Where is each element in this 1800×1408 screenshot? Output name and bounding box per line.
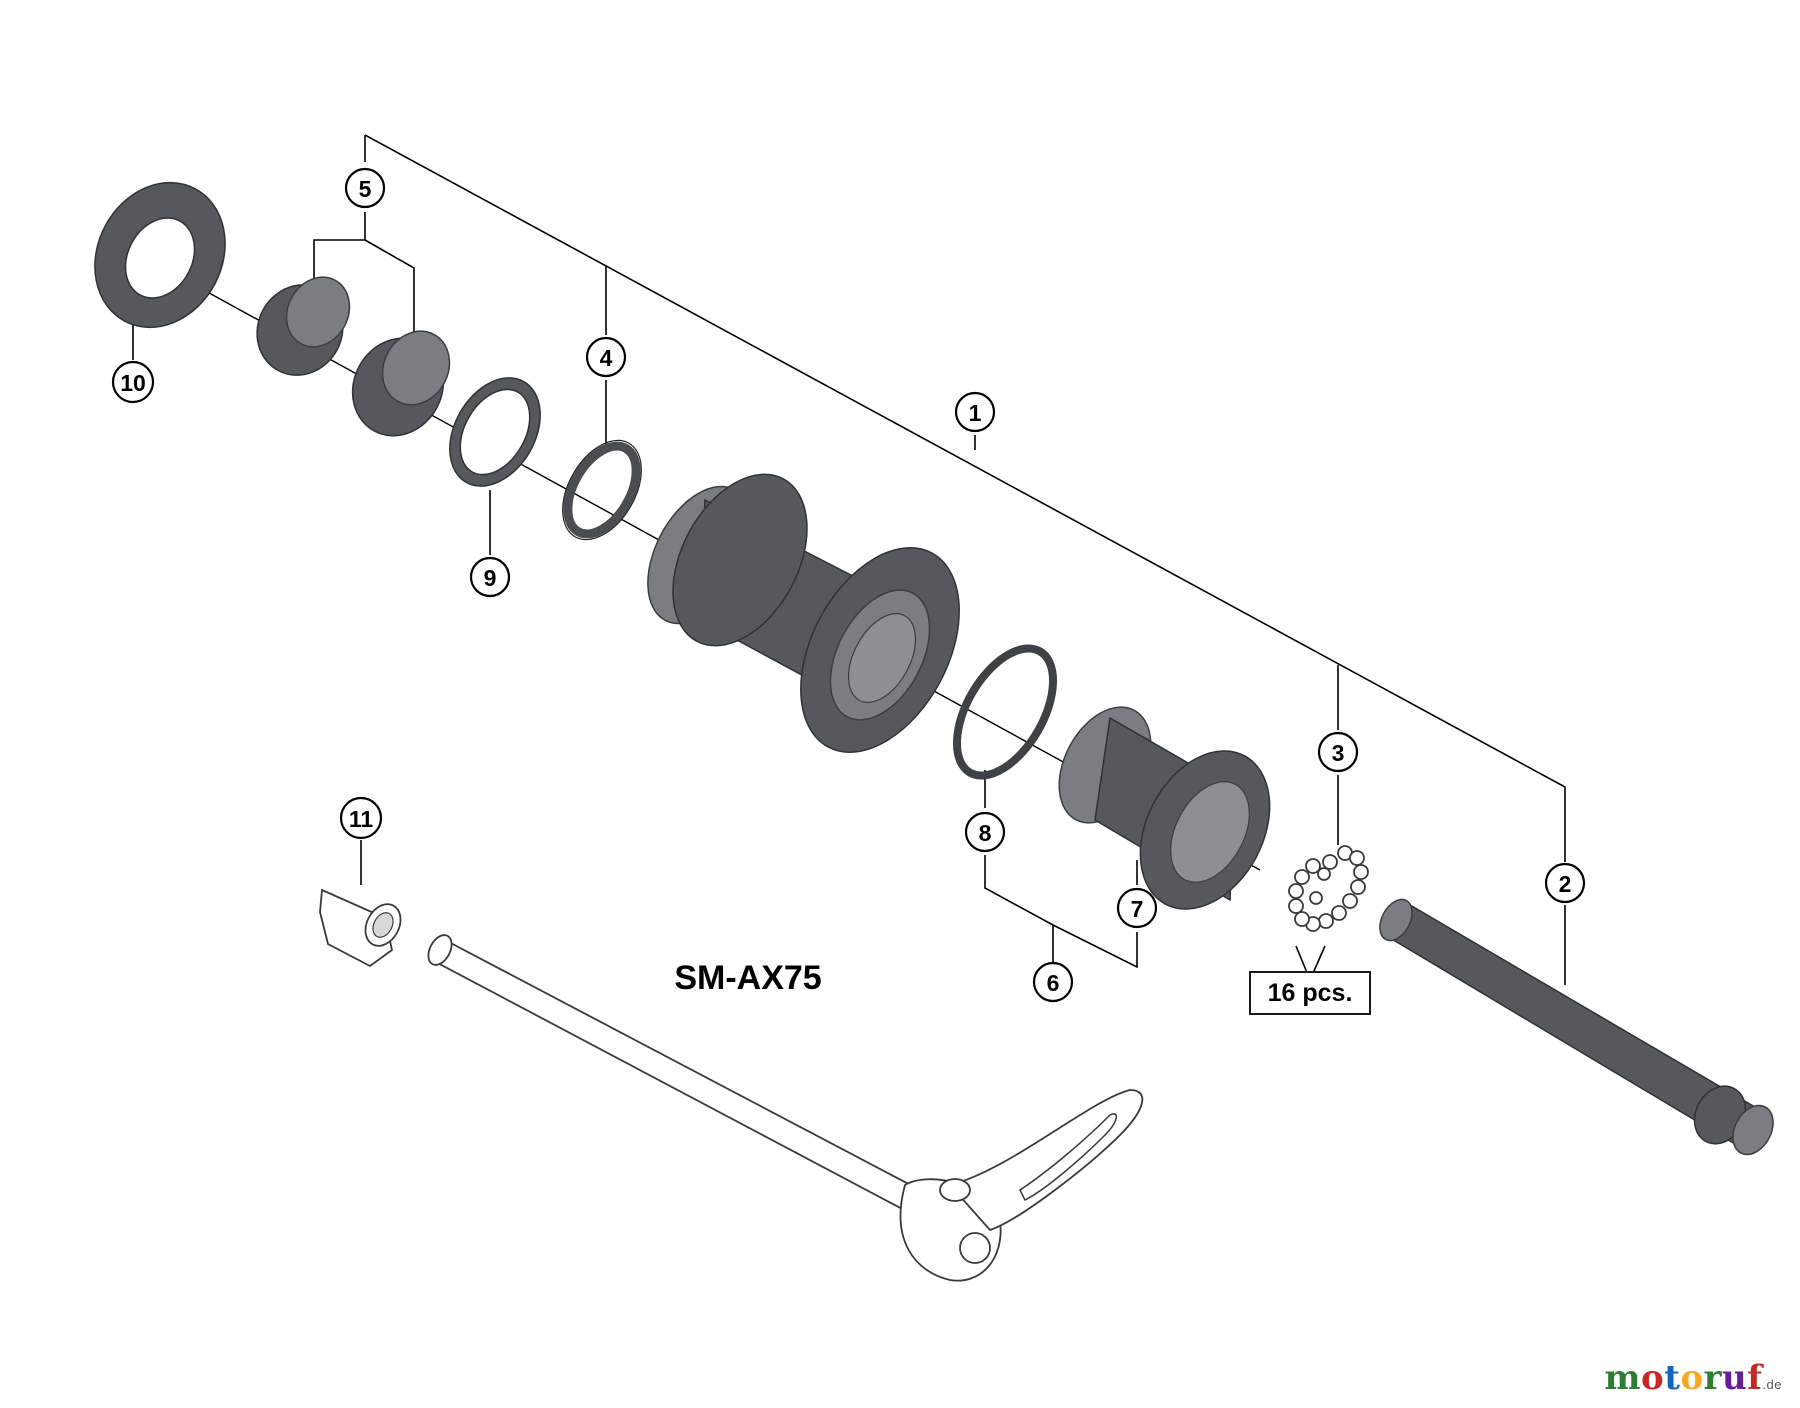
- watermark-logo: motoruf.de: [1605, 1358, 1782, 1398]
- watermark-letter: o: [1680, 1358, 1704, 1398]
- callout-10-label: 10: [120, 370, 146, 396]
- callout-1-label: 1: [969, 400, 982, 426]
- lead-5-left: [313, 212, 366, 287]
- part-5-cone-right: [351, 330, 451, 437]
- callout-9: 9: [469, 556, 511, 598]
- part-3-steel-balls: [1288, 845, 1369, 932]
- part-9-washer: [449, 377, 541, 487]
- part-4-ball-retainer: [562, 439, 642, 541]
- callout-2: 2: [1544, 862, 1586, 904]
- callout-4-label: 4: [600, 345, 613, 371]
- callout-9-label: 9: [484, 565, 497, 591]
- callout-6-label: 6: [1047, 970, 1060, 996]
- quantity-label: 16 pcs.: [1268, 979, 1353, 1007]
- callout-11-label: 11: [349, 806, 374, 832]
- part-7-freehub-body: [1058, 706, 1271, 910]
- callout-7: 7: [1116, 887, 1158, 929]
- model-title: SM-AX75: [674, 959, 821, 997]
- lead-1-main: [364, 134, 1566, 862]
- callout-11: 11: [339, 796, 383, 840]
- callout-2-label: 2: [1559, 871, 1572, 897]
- lead-6-bracket: [984, 855, 1138, 969]
- part-11-axle-nut: [319, 888, 402, 968]
- watermark-letter: m: [1604, 1358, 1642, 1398]
- part-8-snap-ring: [952, 644, 1058, 780]
- watermark-letter: f: [1747, 1358, 1763, 1398]
- callout-10: 10: [111, 360, 155, 404]
- watermark-letter: r: [1703, 1358, 1723, 1398]
- watermark-letter: t: [1664, 1358, 1681, 1398]
- watermark-letter: u: [1722, 1358, 1748, 1398]
- part-1-hub-body: [647, 473, 960, 753]
- part-10-lock-ring: [94, 181, 226, 329]
- part-5-cone-left: [256, 276, 351, 376]
- watermark-letter: o: [1641, 1358, 1665, 1398]
- quick-release-skewer: [427, 934, 1144, 1282]
- callout-6: 6: [1032, 961, 1074, 1003]
- callout-8-label: 8: [979, 820, 992, 846]
- callout-5-label: 5: [359, 176, 372, 202]
- callout-1: 1: [954, 391, 996, 433]
- quantity-box: 16 pcs.: [1249, 971, 1371, 1015]
- callout-5: 5: [344, 167, 386, 209]
- watermark-suffix: .de: [1762, 1377, 1782, 1392]
- callout-7-label: 7: [1131, 896, 1144, 922]
- callout-3-label: 3: [1332, 740, 1345, 766]
- callout-4: 4: [585, 336, 627, 378]
- leader-lines: [132, 134, 1566, 1000]
- callout-3: 3: [1317, 731, 1359, 773]
- part-2-axle: [1379, 898, 1774, 1156]
- lead-5-right: [364, 239, 415, 338]
- watermark-name: motoruf: [1605, 1358, 1763, 1398]
- callout-8: 8: [964, 811, 1006, 853]
